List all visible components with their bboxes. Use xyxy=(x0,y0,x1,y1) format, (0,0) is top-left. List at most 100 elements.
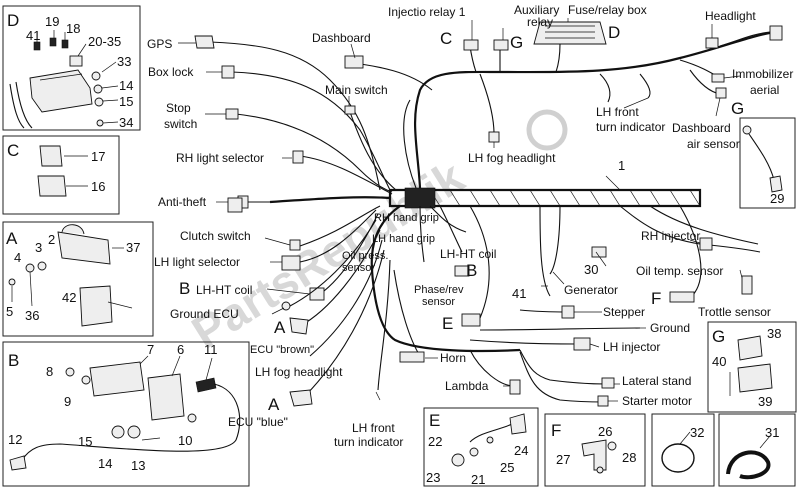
label-ground-ecu: Ground ECU xyxy=(170,307,239,321)
main-harness xyxy=(194,21,783,407)
label-lh-injector: LH injector xyxy=(603,340,660,354)
label-rh-light-selector: RH light selector xyxy=(176,151,264,165)
panel-c-part-17: 17 xyxy=(91,149,105,164)
panel-d: D 41 19 18 20-35 33 14 15 34 xyxy=(2,5,141,131)
panel-g-part-40: 40 xyxy=(712,354,726,369)
label-headlight: Headlight xyxy=(705,9,756,23)
panel-b-part-9: 9 xyxy=(64,394,71,409)
letter-g-relay: G xyxy=(510,33,523,52)
label-lh-fog-headlight-top: LH fog headlight xyxy=(468,151,556,165)
label-lh-front-turn-bottom-1: LH front xyxy=(352,421,395,435)
panel-f: F 26 27 28 xyxy=(544,413,646,487)
label-phase-rev-1: Phase/rev xyxy=(414,284,464,296)
panel-d-letter: D xyxy=(7,11,19,30)
panel-a: A 3 2 37 4 5 36 42 xyxy=(2,221,154,337)
label-lh-front-turn-bottom-2: turn indicator xyxy=(334,435,403,449)
panel-31-number: 31 xyxy=(765,425,779,440)
label-dashboard-air-2: air sensor xyxy=(687,137,740,151)
label-rh-injector: RH injector xyxy=(641,229,700,243)
letter-a-brown: A xyxy=(274,318,286,337)
panel-e-part-24: 24 xyxy=(514,443,528,458)
label-anti-theft: Anti-theft xyxy=(158,195,207,209)
letter-b-coil-left: B xyxy=(179,279,190,298)
panel-a-part-36: 36 xyxy=(25,308,39,323)
panel-e-part-25: 25 xyxy=(500,460,514,475)
letter-g-dash: G xyxy=(731,99,744,118)
panel-g-part-39: 39 xyxy=(758,394,772,409)
panel-e: E 22 24 23 21 25 xyxy=(423,407,539,487)
leader-lines xyxy=(178,18,743,402)
panel-d-part-14: 14 xyxy=(119,78,133,93)
label-lateral-stand: Lateral stand xyxy=(622,374,691,388)
label-ecu-brown: ECU "brown" xyxy=(250,344,314,356)
panel-b-part-10: 10 xyxy=(178,433,192,448)
panel-b-part-8: 8 xyxy=(46,364,53,379)
label-stop-switch-1: Stop xyxy=(166,101,191,115)
panel-c: C 17 16 xyxy=(2,135,120,215)
panel-a-part-3: 3 xyxy=(35,240,42,255)
label-rh-hand-grip: RH hand grip xyxy=(374,212,439,224)
label-dashboard-air-1: Dashboard xyxy=(672,121,731,135)
panel-b-part-15: 15 xyxy=(78,434,92,449)
label-generator-41: 41 xyxy=(512,286,526,301)
label-box-lock: Box lock xyxy=(148,65,194,79)
label-immobilizer-2: aerial xyxy=(750,83,779,97)
panel-d-part-20-35: 20-35 xyxy=(88,34,121,49)
panel-e-part-22: 22 xyxy=(428,434,442,449)
label-phase-rev-2: sensor xyxy=(422,296,455,308)
wiring-labels: GPS Box lock Stop switch Dashboard Main … xyxy=(147,3,793,449)
panel-a-part-42: 42 xyxy=(62,290,76,305)
label-generator: Generator xyxy=(564,283,618,297)
label-immobilizer-1: Immobilizer xyxy=(732,67,793,81)
panel-31: 31 xyxy=(718,413,796,487)
label-oil-temp-sensor: Oil temp. sensor xyxy=(636,264,723,278)
label-trottle-sensor: Trottle sensor xyxy=(698,305,771,319)
panel-f-part-27: 27 xyxy=(556,452,570,467)
panel-a-letter: A xyxy=(6,229,18,248)
letter-d-fuse: D xyxy=(608,23,620,42)
label-lambda: Lambda xyxy=(445,379,489,393)
label-auxiliary-relay-1: Auxiliary xyxy=(514,3,559,17)
label-injection-relay-1: Injectio relay 1 xyxy=(388,5,466,19)
panel-d-part-33: 33 xyxy=(117,54,131,69)
panel-g-relay: G 38 40 39 xyxy=(707,321,797,413)
panel-f-part-28: 28 xyxy=(622,450,636,465)
label-dashboard: Dashboard xyxy=(312,31,371,45)
letter-c-relay: C xyxy=(440,29,452,48)
label-main-switch: Main switch xyxy=(325,83,388,97)
panel-b-letter: B xyxy=(8,351,19,370)
panel-a-part-5: 5 xyxy=(6,304,13,319)
label-lh-fog-headlight-bottom: LH fog headlight xyxy=(255,365,343,379)
panel-c-letter: C xyxy=(7,141,19,160)
label-lh-ht-coil-right: LH-HT coil xyxy=(440,247,496,261)
panel-b-part-11: 11 xyxy=(204,342,218,357)
label-generator-30: 30 xyxy=(584,262,598,277)
panel-a-part-2: 2 xyxy=(48,232,55,247)
panel-b-part-6: 6 xyxy=(177,342,184,357)
label-ground: Ground xyxy=(650,321,690,335)
panel-g-relay-letter: G xyxy=(712,327,725,346)
panel-a-part-4: 4 xyxy=(14,250,21,265)
letter-f-trottle: F xyxy=(651,289,661,308)
panel-e-part-23: 23 xyxy=(426,470,440,485)
label-starter-motor: Starter motor xyxy=(622,394,692,408)
panel-f-part-26: 26 xyxy=(598,424,612,439)
label-gps: GPS xyxy=(147,37,172,51)
label-oil-press-1: Oil press. xyxy=(342,250,388,262)
panel-32: 32 xyxy=(651,413,715,487)
panel-b-part-7: 7 xyxy=(147,342,154,357)
panel-b-part-12: 12 xyxy=(8,432,22,447)
label-ecu-blue: ECU "blue" xyxy=(228,415,288,429)
panel-c-part-16: 16 xyxy=(91,179,105,194)
label-fuse-relay-box: Fuse/relay box xyxy=(568,3,647,17)
panel-g-sensor: 29 xyxy=(739,117,796,209)
panel-e-letter: E xyxy=(429,411,440,430)
label-lh-light-selector: LH light selector xyxy=(154,255,240,269)
gear-watermark-icon xyxy=(526,109,568,151)
panel-a-part-37: 37 xyxy=(126,240,140,255)
label-lh-hand-grip: LH hand grip xyxy=(372,233,435,245)
letter-e-phase: E xyxy=(442,314,453,333)
label-horn: Horn xyxy=(440,351,466,365)
